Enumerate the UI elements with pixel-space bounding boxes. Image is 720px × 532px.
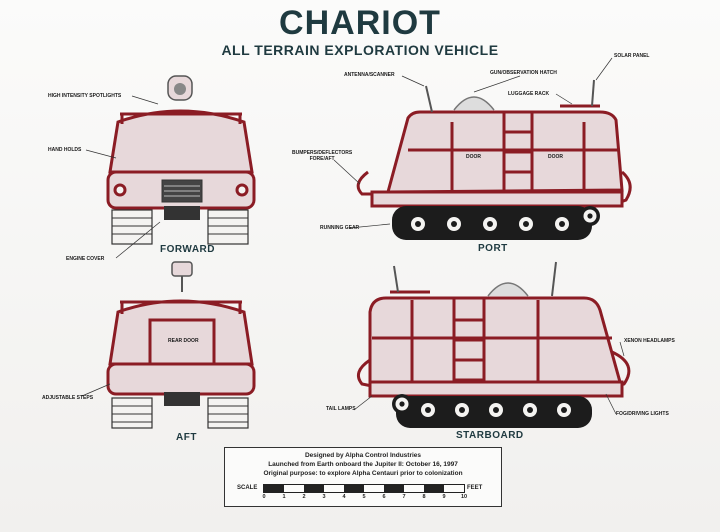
scale-tick: 4 (342, 494, 346, 500)
scale-bar (263, 484, 465, 493)
scale-tick: 5 (362, 494, 366, 500)
info-purpose: Original purpose: to explore Alpha Centa… (263, 470, 463, 477)
scale-tick: 8 (422, 494, 426, 500)
callout-luggage-rack: LUGGAGE RACK (508, 91, 550, 97)
scale-tick: 1 (282, 494, 286, 500)
callout-bumpers-line1: BUMPERS/DEFLECTORS (292, 150, 353, 156)
info-designer: Designed by Alpha Control Industries (304, 452, 422, 459)
callout-bumpers-line2: FORE/AFT (309, 156, 335, 162)
info-launch: Launched from Earth onboard the Jupiter … (268, 461, 458, 468)
scale-label: SCALE (237, 485, 258, 491)
scale-tick: 0 (262, 494, 266, 500)
callout-fog-driving-lights: FOG/DRIVING LIGHTS (616, 411, 669, 417)
callout-gun-observation-hatch: GUN/OBSERVATION HATCH (490, 70, 557, 76)
starboard-view-drawing (356, 261, 631, 428)
callout-adjustable-steps: ADJUSTABLE STEPS (42, 395, 94, 401)
forward-view-drawing (106, 75, 256, 245)
feet-label: FEET (467, 485, 483, 491)
view-label-port: PORT (478, 243, 508, 254)
callout-door-left: DOOR (466, 154, 481, 160)
callout-tail-lamps: TAIL LAMPS (326, 406, 356, 412)
callout-high-intensity-spotlights: HIGH INTENSITY SPOTLIGHTS (48, 93, 122, 99)
callout-bumpers-deflectors: BUMPERS/DEFLECTORS FORE/AFT (292, 150, 352, 162)
view-label-aft: AFT (176, 432, 197, 443)
callout-door-right: DOOR (548, 154, 563, 160)
view-label-forward: FORWARD (160, 244, 215, 255)
scale-tick: 6 (382, 494, 386, 500)
callout-leaders (81, 57, 625, 415)
callout-running-gear: RUNNING GEAR (320, 225, 360, 231)
page-subtitle: ALL TERRAIN EXPLORATION VEHICLE (221, 42, 499, 58)
callout-rear-door: REAR DOOR (168, 338, 199, 344)
aft-view-drawing (106, 261, 256, 429)
callout-xenon-headlamps: XENON HEADLAMPS (624, 338, 675, 344)
page-title: CHARIOT (279, 4, 441, 42)
callout-solar-panel: SOLAR PANEL (614, 53, 650, 59)
scale-tick: 2 (302, 494, 306, 500)
scale-tick: 3 (322, 494, 326, 500)
info-box: Designed by Alpha Control Industries Lau… (224, 447, 502, 507)
view-label-starboard: STARBOARD (456, 430, 524, 441)
scale-tick: 9 (442, 494, 446, 500)
scale-tick: 7 (402, 494, 406, 500)
scale-tick: 10 (460, 494, 468, 500)
callout-antenna-scanner: ANTENNA/SCANNER (344, 72, 395, 78)
callout-hand-holds: HAND HOLDS (48, 147, 82, 153)
callout-engine-cover: ENGINE COVER (66, 256, 105, 262)
